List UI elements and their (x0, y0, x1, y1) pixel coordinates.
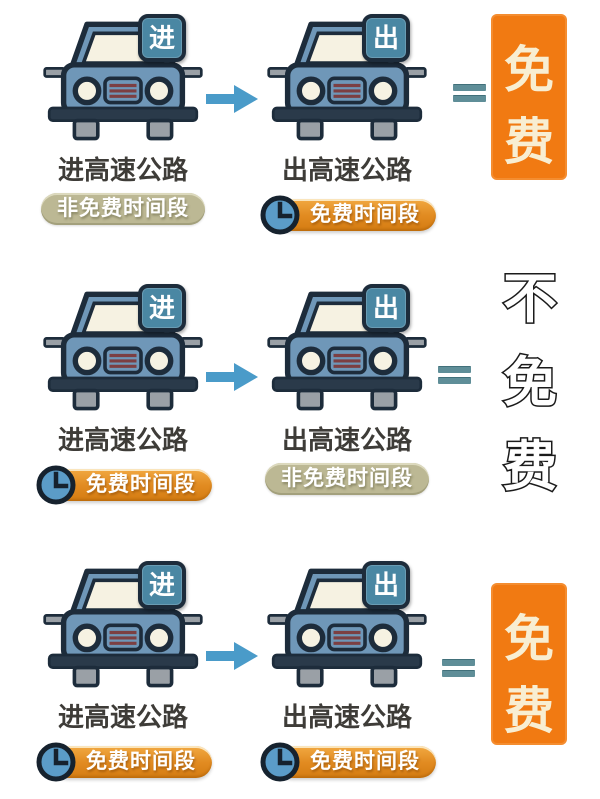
arrow-right-icon (206, 641, 258, 671)
time-period-badge: 非免费时间段 (262, 463, 432, 495)
time-period-badge: 免费时间段 (262, 193, 436, 237)
time-period-label: 免费时间段 (52, 469, 212, 501)
equals-bar (453, 95, 486, 102)
equals-bar (438, 366, 471, 373)
time-period-badge: 免费时间段 (38, 463, 212, 507)
exit-car-group: 出 出高速公路 非免费时间段 (262, 284, 432, 495)
exit-highway-label: 出高速公路 (281, 425, 412, 455)
equals-sign (438, 366, 471, 384)
result-free-box: 免 费 (491, 14, 567, 180)
enter-sign-badge: 进 (138, 561, 186, 609)
scenario-row-3: 进 进高速公路 免费时间段 出 出高速公路 免费时间段 免 费 (0, 533, 600, 799)
exit-sign-badge: 出 (362, 561, 410, 609)
result-char: 免 (504, 42, 554, 98)
clock-icon (258, 740, 302, 784)
scenario-row-1: 进 进高速公路 非免费时间段 出 出高速公路 免费时间段 免 费 (0, 0, 600, 266)
equals-bar (442, 659, 475, 666)
clock-icon (34, 463, 78, 507)
result-char: 不 (502, 269, 559, 329)
time-period-label: 非免费时间段 (265, 463, 429, 495)
arrow-right-icon (206, 362, 258, 392)
clock-icon (258, 193, 302, 237)
exit-highway-label: 出高速公路 (281, 702, 412, 732)
time-period-label: 免费时间段 (276, 199, 436, 231)
equals-sign (453, 84, 486, 102)
exit-sign-badge: 出 (362, 284, 410, 332)
result-char: 免 (504, 611, 554, 667)
enter-sign-badge: 进 (138, 14, 186, 62)
time-period-badge: 免费时间段 (262, 740, 436, 784)
time-period-label: 非免费时间段 (41, 193, 205, 225)
equals-bar (442, 670, 475, 677)
scenario-row-2: 进 进高速公路 免费时间段 出 出高速公路 非免费时间段 不 免 费 (0, 266, 600, 533)
result-not-free: 不 免 费 (497, 269, 563, 524)
enter-highway-label: 进高速公路 (57, 702, 188, 732)
exit-highway-label: 出高速公路 (281, 155, 412, 185)
enter-highway-label: 进高速公路 (57, 425, 188, 455)
exit-sign-badge: 出 (362, 14, 410, 62)
equals-bar (438, 377, 471, 384)
result-char: 费 (502, 437, 559, 497)
time-period-badge: 非免费时间段 (38, 193, 208, 225)
exit-car-group: 出 出高速公路 免费时间段 (262, 14, 436, 237)
enter-highway-label: 进高速公路 (57, 155, 188, 185)
equals-sign (442, 659, 475, 677)
result-char: 费 (504, 114, 554, 170)
result-char: 费 (504, 683, 554, 739)
enter-sign-badge: 进 (138, 284, 186, 332)
result-free-box: 免 费 (491, 583, 567, 745)
time-period-badge: 免费时间段 (38, 740, 212, 784)
enter-car-group: 进 进高速公路 非免费时间段 (38, 14, 208, 225)
clock-icon (34, 740, 78, 784)
time-period-label: 免费时间段 (276, 746, 436, 778)
exit-car-group: 出 出高速公路 免费时间段 (262, 561, 436, 784)
time-period-label: 免费时间段 (52, 746, 212, 778)
equals-bar (453, 84, 486, 91)
enter-car-group: 进 进高速公路 免费时间段 (38, 561, 212, 784)
enter-car-group: 进 进高速公路 免费时间段 (38, 284, 212, 507)
arrow-right-icon (206, 84, 258, 114)
result-char: 免 (502, 353, 559, 413)
